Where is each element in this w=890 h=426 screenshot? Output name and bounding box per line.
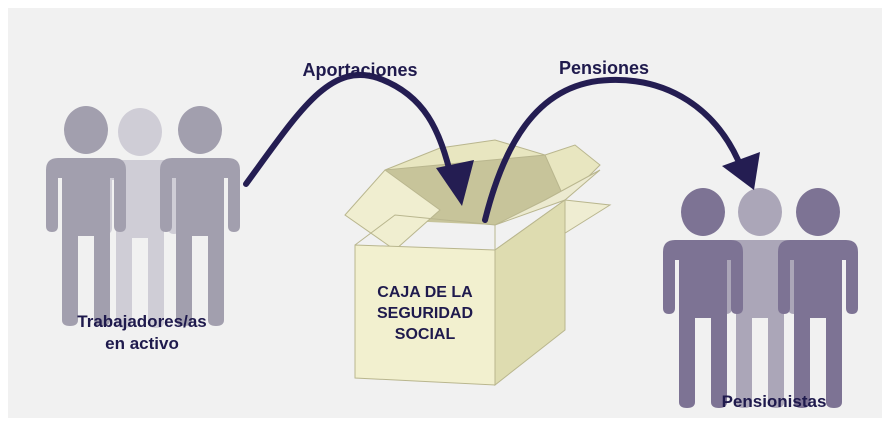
- worker-figure-right-icon: [160, 106, 240, 326]
- pensions-label: Pensiones: [558, 58, 650, 78]
- pensioners-group-icon: [663, 188, 858, 408]
- box-label-line3: SOCIAL: [394, 326, 456, 343]
- pensioners-label: Pensionistas: [721, 392, 827, 411]
- pensions-arrow-icon: [482, 76, 760, 223]
- contributions-arrow-icon: [243, 71, 474, 206]
- workers-group-icon: [46, 106, 240, 328]
- workers-label-line1: Trabajadores/as: [77, 312, 207, 331]
- worker-figure-left-icon: [46, 106, 126, 326]
- workers-label-line2: en activo: [105, 334, 179, 353]
- box-label-line1: CAJA DE LA: [377, 284, 473, 301]
- social-security-box-icon: [344, 139, 612, 387]
- pensioner-figure-right-icon: [778, 188, 858, 408]
- box-label: CAJA DE LA SEGURIDAD SOCIAL: [362, 282, 488, 345]
- box-label-line2: SEGURIDAD: [376, 305, 473, 322]
- pensioner-figure-left-icon: [663, 188, 743, 408]
- contributions-label: Aportaciones: [302, 60, 418, 80]
- workers-label: Trabajadores/as en activo: [62, 311, 222, 355]
